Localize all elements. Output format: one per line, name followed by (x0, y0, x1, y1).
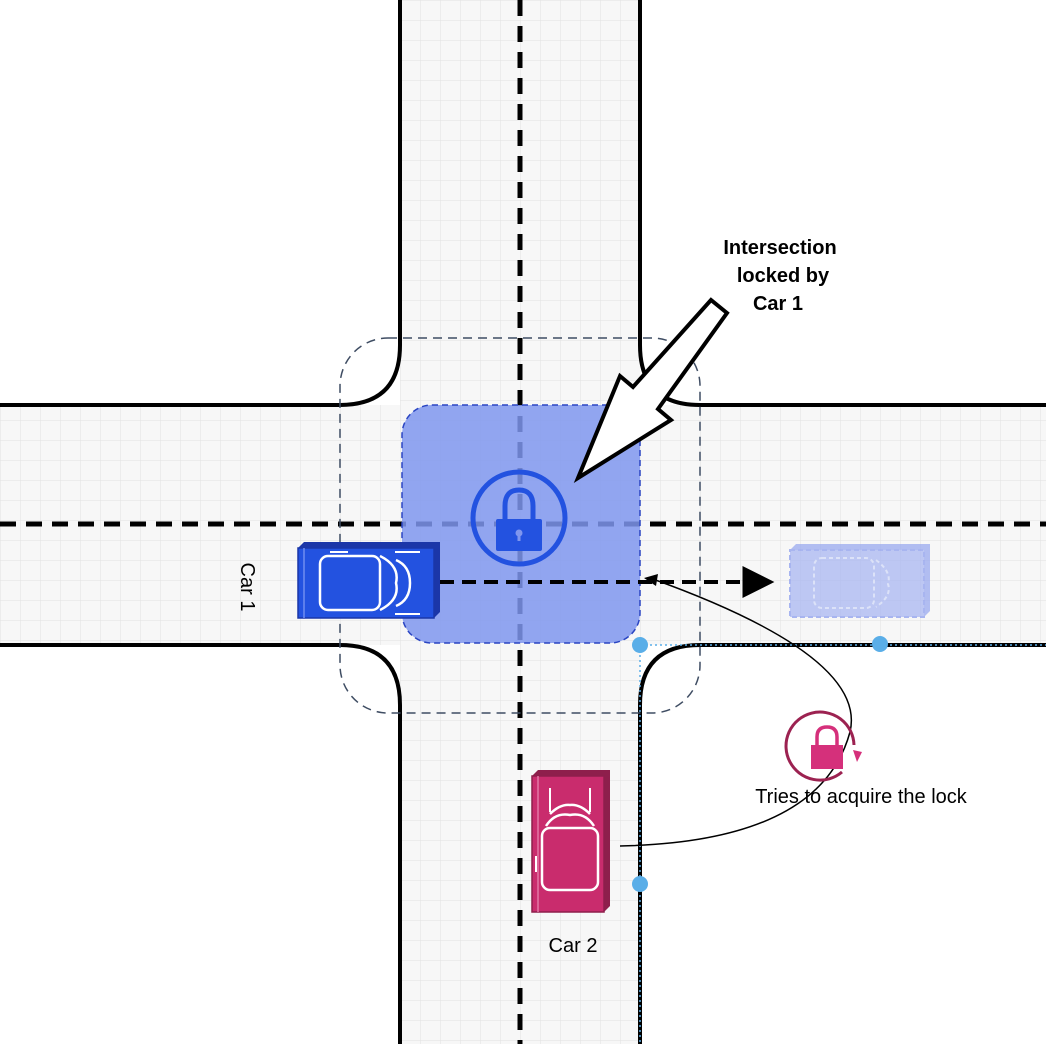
handle-dot[interactable] (872, 636, 888, 652)
curb-bottom-left (0, 643, 402, 1044)
attempt-arrowhead (644, 574, 658, 586)
car2 (531, 770, 610, 913)
handle-dot[interactable] (632, 876, 648, 892)
car1-ghost (789, 544, 930, 618)
car1-label: Car 1 (236, 563, 258, 612)
attempt-label: Tries to acquire the lock (755, 786, 968, 808)
handle-dot[interactable] (632, 637, 648, 653)
annotation-arrow (573, 297, 730, 483)
curb-bottom-right (638, 643, 1046, 1044)
lock-icon (470, 469, 568, 567)
annotation-label: Intersection locked by Car 1 (723, 237, 836, 315)
annotation-line-1: Intersection (723, 237, 836, 259)
curb-top-left (0, 0, 402, 407)
car1 (297, 542, 440, 619)
attempt-lock-icon (784, 710, 862, 782)
annotation-line-3: Car 1 (753, 293, 803, 315)
intersection-boundary (339, 337, 701, 714)
car2-label: Car 2 (549, 935, 598, 957)
selection-guides (639, 644, 1046, 1044)
selection-handles (632, 636, 888, 892)
annotation-line-2: locked by (737, 265, 830, 287)
